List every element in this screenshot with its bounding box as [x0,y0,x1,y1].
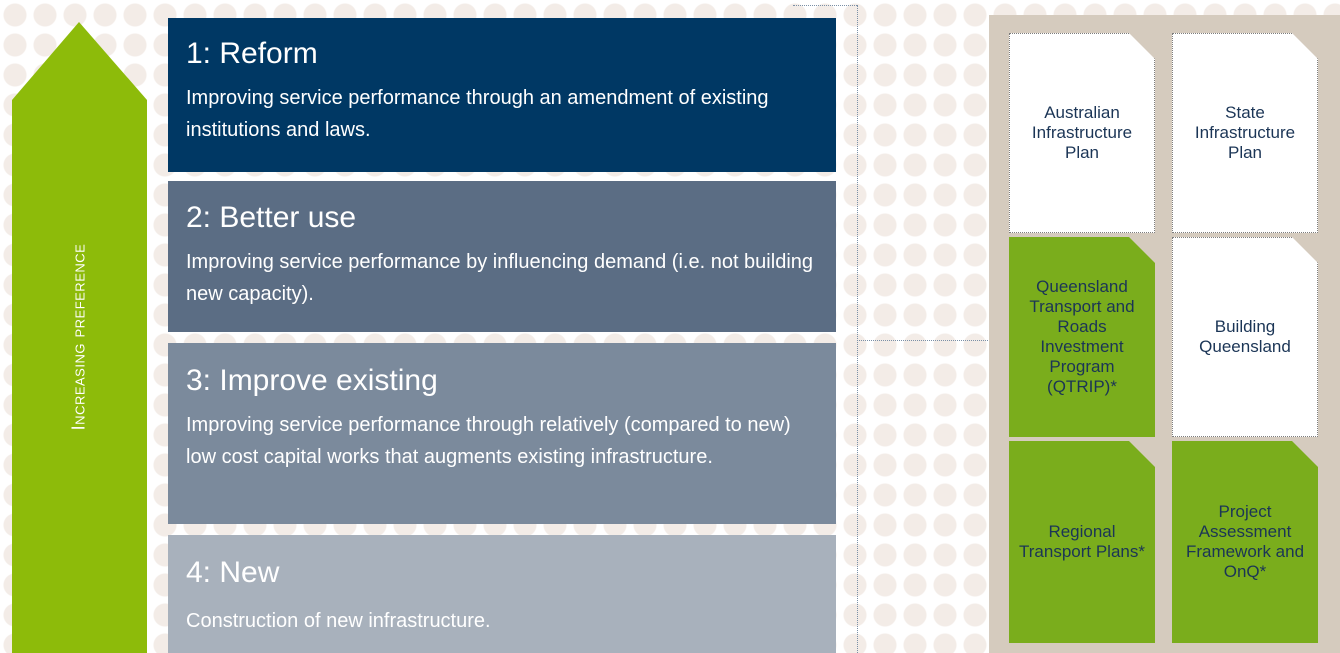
increasing-preference-arrow [12,22,147,653]
stage-description: Improving service performance by influen… [186,251,814,305]
arrow-label: Increasing preference [68,243,89,431]
stage-better-use: 2: Better use Improving service performa… [168,181,836,332]
doc-building-queensland: Building Queensland [1172,237,1318,437]
doc-label: Queensland Transport and Roads Investmen… [1029,277,1135,396]
doc-state-infrastructure-plan: State Infrastructure Plan [1172,33,1318,233]
doc-label: Project Assessment Framework and OnQ* [1185,502,1305,581]
doc-label: Building Queensland [1199,317,1291,356]
doc-label: State Infrastructure Plan [1194,103,1296,162]
stage-title: 4: New [186,556,280,589]
doc-qtrip: Queensland Transport and Roads Investmen… [1009,237,1155,437]
connector-line-horizontal [857,340,992,341]
doc-label: Regional Transport Plans* [1019,522,1145,561]
connector-line-top [793,5,857,6]
planning-documents-panel: Australian Infrastructure Plan State Inf… [989,15,1340,653]
stage-title: 2: Better use [186,201,357,234]
stage-new: 4: New Construction of new infrastructur… [168,535,836,653]
doc-project-assessment-framework: Project Assessment Framework and OnQ* [1172,441,1318,643]
stage-title: 1: Reform [186,37,318,70]
stage-description: Improving service performance through an… [186,87,769,141]
stage-description: Construction of new infrastructure. [186,610,491,632]
doc-australian-infrastructure-plan: Australian Infrastructure Plan [1009,33,1155,233]
stage-reform: 1: Reform Improving service performance … [168,18,836,172]
doc-regional-transport-plans: Regional Transport Plans* [1009,441,1155,643]
stage-title: 3: Improve existing [186,364,438,397]
stage-improve-existing: 3: Improve existing Improving service pe… [168,343,836,524]
doc-label: Australian Infrastructure Plan [1031,103,1133,162]
stage-description: Improving service performance through re… [186,414,791,468]
connector-line-vertical [857,5,858,653]
